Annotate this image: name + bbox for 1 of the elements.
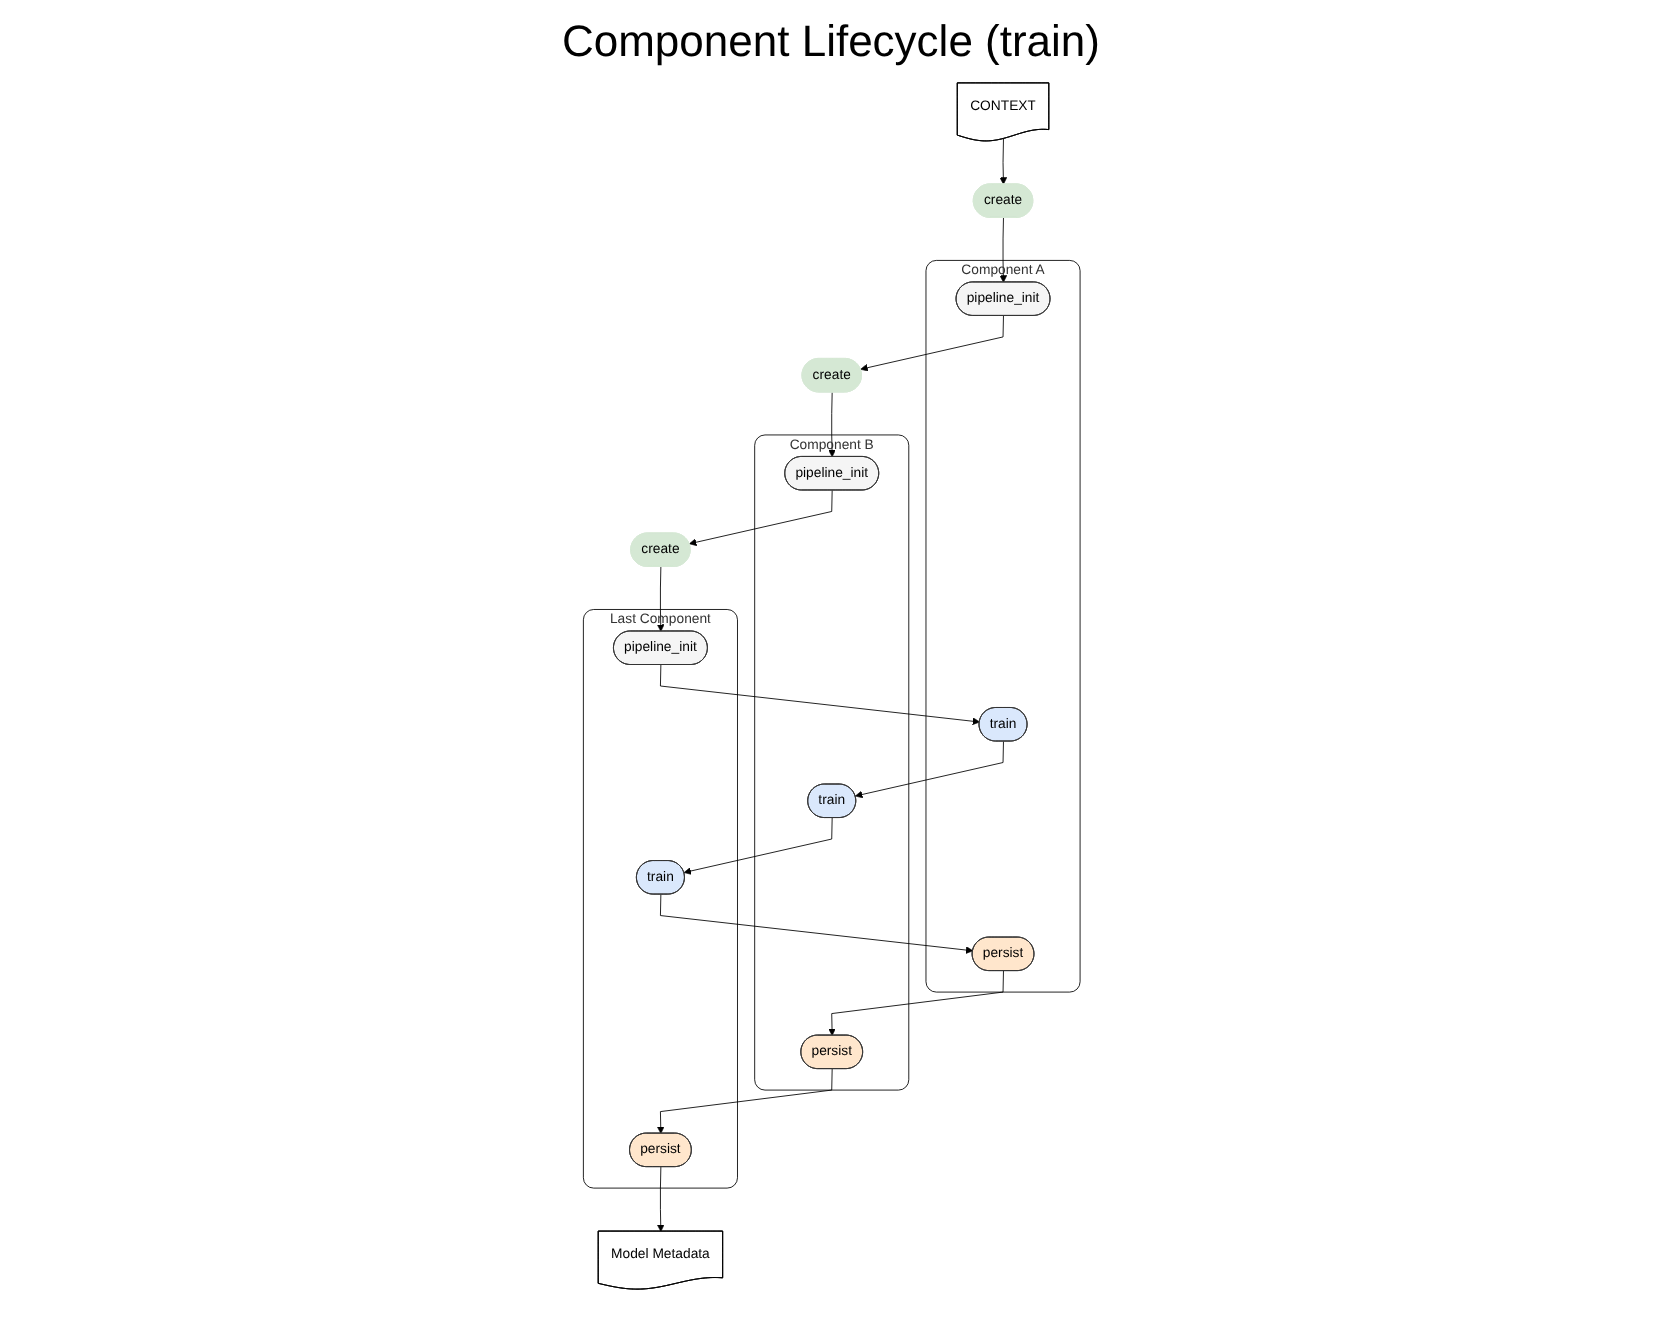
diagram-title: Component Lifecycle (train): [559, 16, 1102, 68]
